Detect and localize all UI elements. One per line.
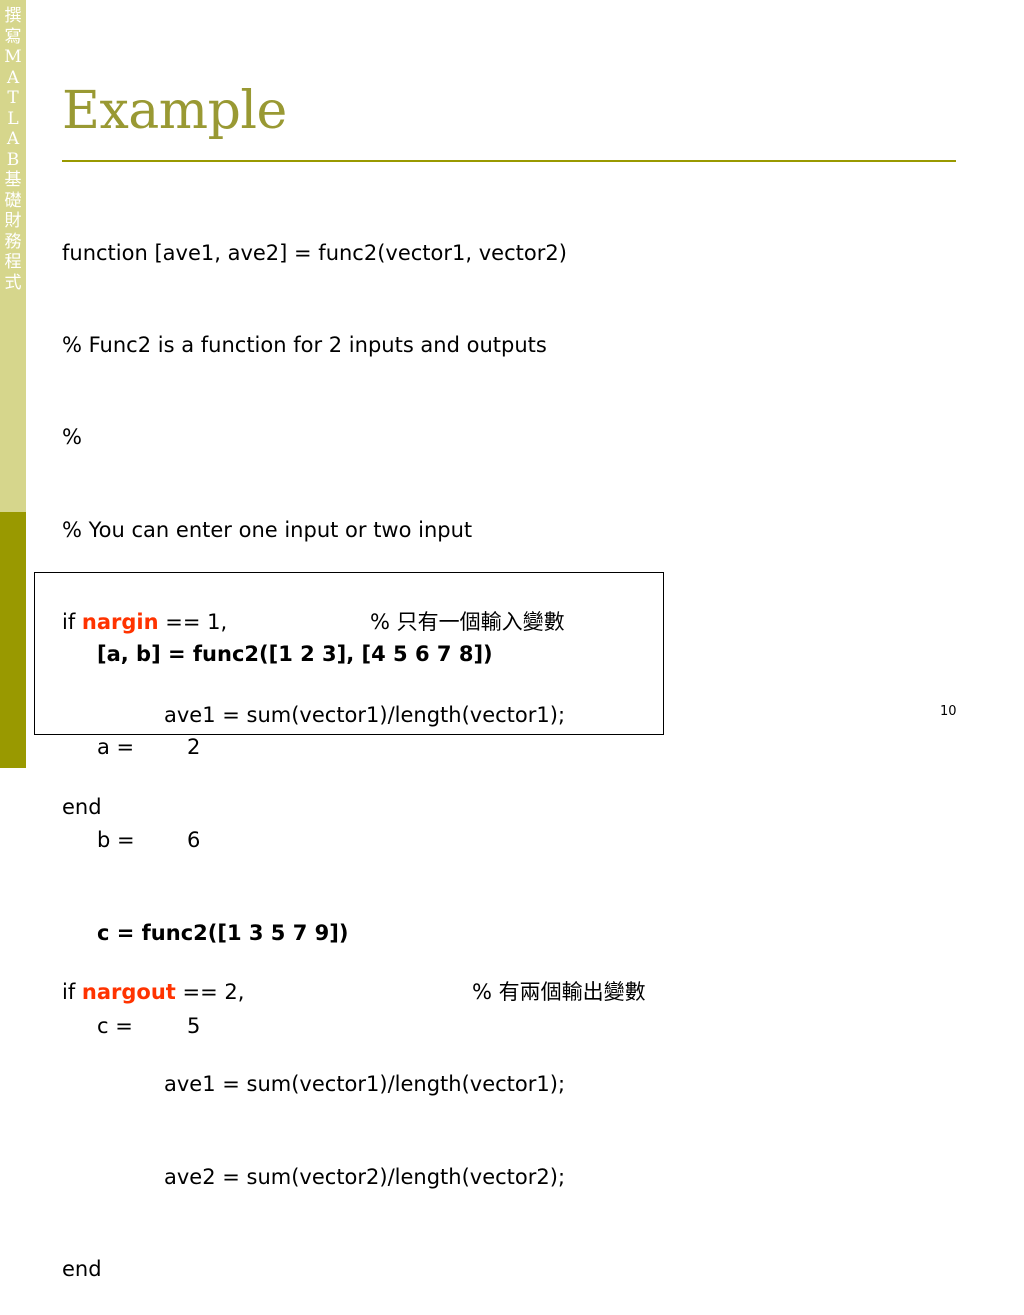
result-value: 6	[187, 828, 201, 852]
code-line: end	[62, 1256, 102, 1281]
sidebar-band-top	[0, 0, 26, 512]
sidebar-band-bottom	[0, 512, 26, 768]
example-call: [a, b] = func2([1 2 3], [4 5 6 7 8])	[97, 642, 493, 666]
comment-nargout: % 有兩個輸出變數	[472, 977, 646, 1008]
comment-text: 只有一個輸入變數	[396, 610, 565, 635]
sidebar-char: L	[7, 108, 19, 129]
comment-nargin: % 只有一個輸入變數	[370, 607, 565, 638]
sidebar-vertical-title: 撰 寫 M A T L A B 基 礎 財 務 程 式	[0, 6, 26, 293]
example-result: c = 5	[97, 1011, 493, 1042]
slide-title: Example	[62, 81, 287, 141]
sidebar-char: 務	[4, 231, 22, 252]
code-line: ave2 = sum(vector2)/length(vector2);	[164, 1164, 566, 1189]
code-condition: == 1,	[158, 610, 228, 635]
comment-percent: %	[370, 610, 390, 635]
example-output-box: [a, b] = func2([1 2 3], [4 5 6 7 8]) a =…	[34, 572, 664, 1038]
result-label: b =	[97, 828, 135, 852]
sidebar-char: T	[7, 88, 19, 108]
sidebar-char: B	[6, 149, 20, 170]
example-call: c = func2([1 3 5 7 9])	[97, 921, 349, 945]
page-number: 10	[940, 704, 957, 719]
sidebar-char: A	[6, 129, 20, 149]
code-if: if	[62, 979, 82, 1004]
sidebar-char: 撰	[4, 6, 22, 26]
result-label: a =	[97, 735, 135, 759]
code-line: function [ave1, ave2] = func2(vector1, v…	[62, 240, 567, 265]
sidebar-char: M	[4, 47, 22, 67]
example-lines: [a, b] = func2([1 2 3], [4 5 6 7 8]) a =…	[97, 577, 493, 1104]
code-if: if	[62, 610, 82, 635]
result-value: 2	[187, 735, 201, 759]
sidebar-char: 式	[4, 272, 22, 293]
sidebar-char: 財	[4, 211, 22, 231]
code-line-if-nargin: if nargin == 1,% 只有一個輸入變數	[62, 607, 567, 638]
sidebar-char: 寫	[4, 26, 22, 47]
sidebar-char: 程	[4, 252, 22, 272]
code-line: % Func2 is a function for 2 inputs and o…	[62, 332, 547, 357]
code-line: % You can enter one input or two input	[62, 517, 473, 542]
sidebar-char: 礎	[4, 190, 22, 211]
example-result: b = 6	[97, 825, 493, 856]
comment-text: 有兩個輸出變數	[498, 979, 646, 1004]
sidebar-char: A	[6, 67, 20, 88]
result-value: 5	[187, 1014, 201, 1038]
code-line: %	[62, 425, 82, 450]
title-divider	[62, 160, 956, 162]
result-label: c =	[97, 1014, 133, 1038]
keyword-nargin: nargin	[81, 610, 159, 635]
sidebar-char: 基	[4, 170, 22, 190]
example-result: a = 2	[97, 732, 493, 763]
code-line: ave1 = sum(vector1)/length(vector1);	[164, 702, 566, 727]
